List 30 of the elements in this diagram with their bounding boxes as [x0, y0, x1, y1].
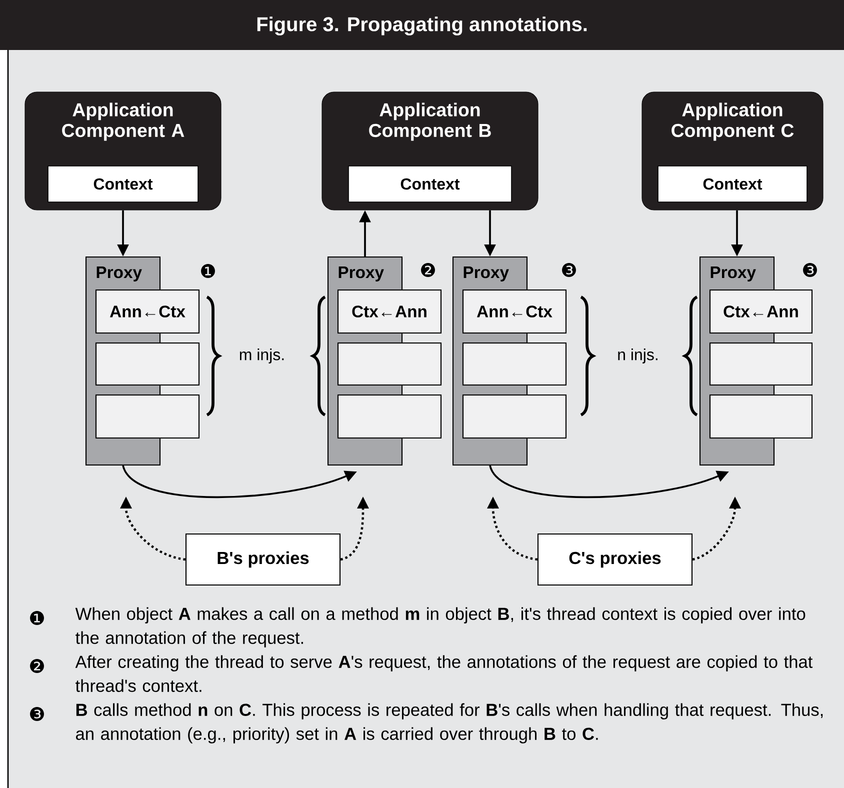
callout-number: ❸	[30, 707, 44, 721]
annotation-box: Ann←Ctx	[462, 289, 567, 334]
blank-box	[462, 394, 567, 439]
context-box: Context	[48, 166, 198, 202]
blank-box	[709, 394, 813, 439]
label-box: B's proxies	[185, 533, 341, 586]
callout-number: ❷	[30, 659, 44, 673]
callout-number: ❶	[201, 264, 215, 278]
annotation-box: Ann←Ctx	[95, 289, 200, 334]
blank-box	[337, 342, 442, 386]
blank-box	[337, 394, 442, 439]
callout-number: ❸	[562, 263, 576, 277]
context-box: Context	[348, 166, 512, 202]
brace-label: m injs.	[240, 348, 284, 364]
callout-number: ❶	[30, 611, 44, 625]
brace-label: n injs.	[618, 348, 658, 364]
callout-number: ❷	[421, 263, 435, 277]
context-box: Context	[658, 166, 808, 202]
note-text: When object A makes a call on a method m in object B, it's thread context is copied over into the annotation of the request.	[75, 607, 806, 648]
annotation-box: Ctx←Ann	[337, 289, 442, 334]
label-box: C's proxies	[537, 533, 693, 586]
callout-number: ❸	[803, 263, 817, 277]
title-bar: Figure 3. Propagating annotations.	[0, 0, 844, 50]
note-text: After creating the thread to serve A's request, the annotations of the request are copied to that thread's context.	[75, 655, 813, 692]
annotation-box: Ctx←Ann	[709, 289, 813, 334]
blank-box	[709, 342, 813, 386]
blank-box	[462, 342, 567, 386]
blank-box	[95, 342, 200, 386]
blank-box	[95, 394, 200, 439]
note-text: B calls method n on C. This process is repeated for B's calls when handling that request. Thus, an annotation (e.g., priority) set in A is carried over through B to C.	[76, 703, 823, 744]
